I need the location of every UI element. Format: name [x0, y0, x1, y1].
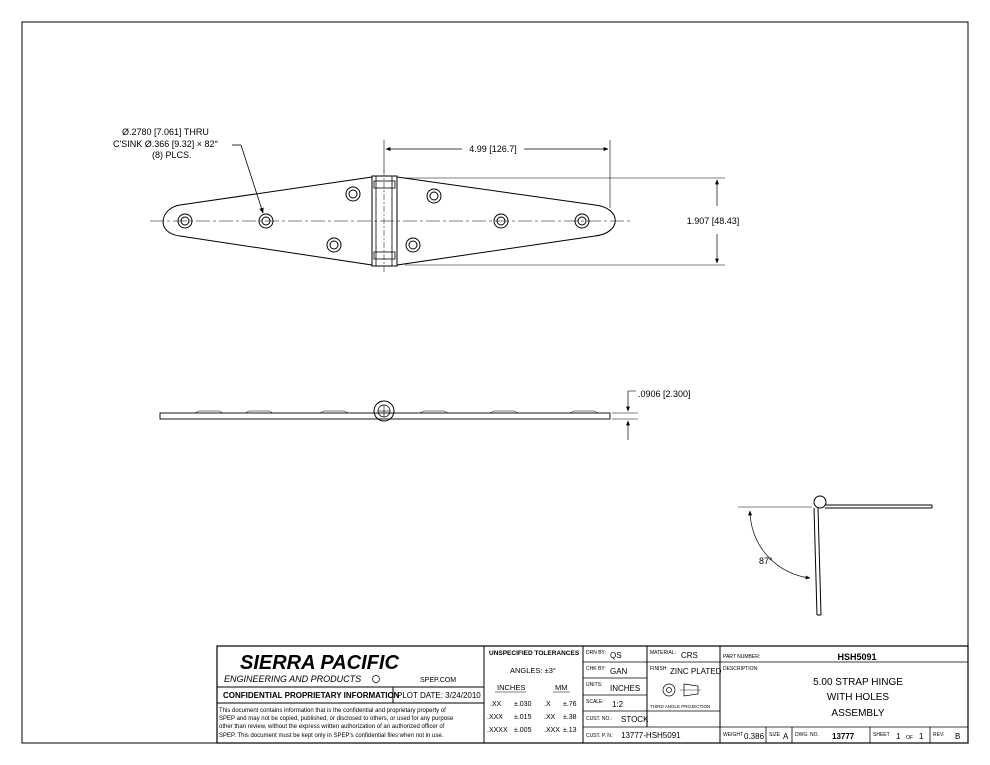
hole	[574, 213, 590, 229]
hole	[405, 237, 421, 253]
description-line: 5.00 STRAP HINGE	[813, 677, 903, 688]
finish-label: FINISH:	[650, 666, 668, 672]
side-leaf-stepped-edge	[194, 410, 599, 414]
scale-value: 1:2	[612, 700, 624, 709]
tolerance-cell: .XX	[490, 701, 502, 708]
company-website: SPEP.COM	[420, 677, 456, 684]
notice-line: SPEP and may not be copied, published, o…	[219, 716, 454, 722]
size-value: A	[783, 732, 789, 741]
hole-callout-line1: Ø.2780 [7.061] THRU	[122, 127, 209, 137]
sheet-value: 1	[896, 732, 901, 741]
description-line: ASSEMBLY	[831, 708, 884, 719]
hole	[177, 213, 193, 229]
registered-mark-icon	[372, 675, 380, 683]
tolerance-cell: .XXX	[544, 727, 560, 734]
angle-arc	[748, 510, 811, 580]
drn-by-label: DRN BY:	[586, 650, 606, 656]
cust-pn-label: CUST. P. N.:	[586, 733, 614, 739]
notice-line: This document contains information that …	[219, 708, 446, 714]
rev-label: REV.	[933, 732, 944, 738]
dwg-no-label: DWG. NO.	[795, 732, 819, 738]
sheet-label: SHEET	[873, 732, 890, 738]
dwg-no-value: 13777	[832, 732, 855, 741]
cust-no-label: CUST. NO.:	[586, 716, 612, 722]
part-number-value: HSH5091	[837, 652, 876, 662]
hole	[345, 186, 361, 202]
cust-pn-value: 13777-HSH5091	[621, 731, 681, 740]
drn-by-value: QS	[610, 651, 622, 660]
confidential-heading: CONFIDENTIAL PROPRIETARY INFORMATION	[223, 691, 400, 700]
tolerance-cell: ±.005	[514, 727, 532, 734]
material-value: CRS	[681, 651, 698, 660]
side-view: .0906 [2.300]	[159, 389, 691, 440]
tolerance-cell: ±.015	[514, 714, 532, 721]
company-name: SIERRA PACIFIC	[240, 652, 399, 674]
chk-by-label: CHK BY:	[586, 666, 606, 672]
weight-label: WEIGHT	[723, 732, 743, 738]
hole-callout-line3: (8) PLCS.	[152, 150, 192, 160]
hole-callout-line2: C'SINK Ø.366 [9.32] × 82°	[113, 139, 219, 149]
tolerance-cell: .XX	[544, 714, 556, 721]
description-label: DESCRIPTION:	[723, 666, 759, 672]
detail-knuckle	[813, 495, 827, 509]
hole	[493, 213, 509, 229]
tolerances-mm-header: MM	[555, 683, 568, 692]
tolerance-cell: ±.13	[563, 727, 577, 734]
part-number-label: PART NUMBER:	[723, 654, 760, 660]
plot-date: PLOT DATE: 3/24/2010	[397, 691, 481, 700]
rev-value: B	[955, 732, 960, 741]
tolerance-cell: ±.030	[514, 701, 532, 708]
notice-line: other than review, without the express w…	[219, 724, 445, 730]
tolerances-inches-header: INCHES	[497, 683, 525, 692]
title-block: SIERRA PACIFIC ENGINEERING AND PRODUCTS …	[216, 645, 969, 744]
angle-detail-view: 87°	[738, 495, 933, 616]
tolerance-cell: .X	[544, 701, 551, 708]
scale-label: SCALE:	[586, 699, 604, 705]
tolerances-heading: UNSPECIFIED TOLERANCES	[489, 650, 580, 657]
right-leaf-outline	[396, 176, 616, 266]
thickness-dimension-text: .0906 [2.300]	[638, 389, 691, 399]
sheet-total-value: 1	[919, 732, 924, 741]
third-angle-projection-icon	[662, 683, 701, 697]
chk-by-value: GAN	[610, 667, 628, 676]
width-dimension-text: 1.907 [48.43]	[687, 216, 740, 226]
cust-no-value: STOCK	[621, 715, 649, 724]
top-view: Ø.2780 [7.061] THRU C'SINK Ø.366 [9.32] …	[113, 127, 739, 272]
units-label: UNITS:	[586, 682, 602, 688]
side-knuckle	[373, 400, 395, 422]
material-label: MATERIAL:	[650, 650, 676, 656]
size-label: SIZE	[769, 732, 781, 738]
hole	[258, 213, 274, 229]
hole	[426, 188, 442, 204]
left-leaf-outline	[162, 176, 373, 266]
tolerance-cell: .XXX	[487, 714, 503, 721]
weight-value: 0.386	[744, 732, 765, 741]
side-leaf	[159, 412, 611, 420]
finish-value: ZINC PLATED	[670, 667, 722, 676]
tolerance-cell: ±.76	[563, 701, 577, 708]
swung-leaf	[813, 507, 818, 616]
tolerance-cell: .XXXX	[487, 727, 508, 734]
hole	[326, 237, 342, 253]
company-subtitle: ENGINEERING AND PRODUCTS	[224, 674, 361, 684]
notice-line: SPEP. This document must be kept only in…	[219, 733, 444, 739]
sheet-of-label: OF	[906, 735, 913, 741]
tolerance-cell: ±.38	[563, 714, 577, 721]
length-dimension-text: 4.99 [126.7]	[469, 144, 517, 154]
projection-label: THIRD ANGLE PROJECTION	[650, 704, 710, 709]
hole-callout-leader	[240, 144, 264, 214]
description-line: WITH HOLES	[827, 692, 890, 703]
angle-label: 87°	[759, 556, 773, 566]
units-value: INCHES	[610, 684, 640, 693]
tolerances-angles: ANGLES: ±3°	[510, 666, 556, 675]
